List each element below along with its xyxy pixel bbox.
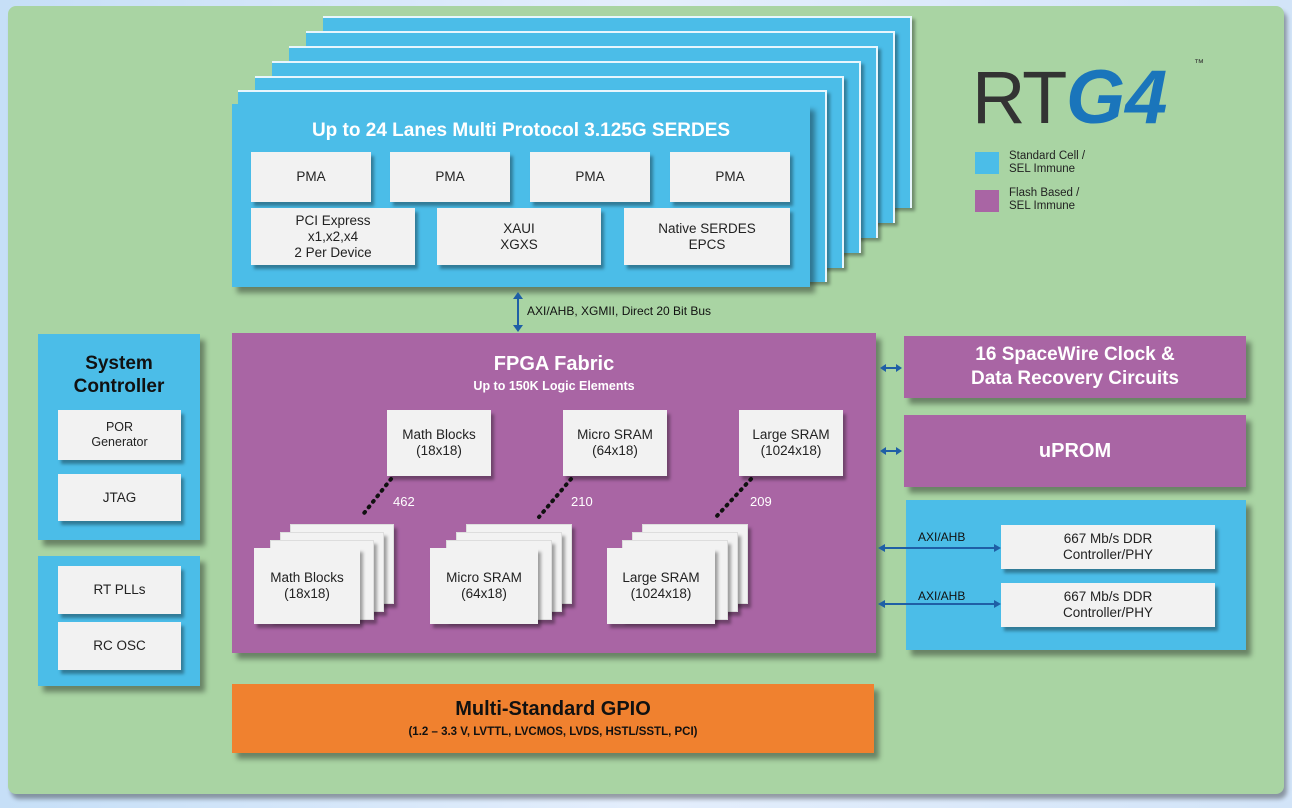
micro-sram-stack-label: Micro SRAM (64x18) bbox=[430, 548, 538, 624]
gpio-block: Multi-Standard GPIO (1.2 – 3.3 V, LVTTL,… bbox=[232, 684, 874, 753]
legend-label-standard-cell: Standard Cell / SEL Immune bbox=[1009, 150, 1086, 175]
math-blocks-single: Math Blocks (18x18) bbox=[387, 410, 491, 476]
ddr-bus-label-2: AXI/AHB bbox=[918, 589, 966, 603]
bus-label: AXI/AHB, XGMII, Direct 20 Bit Bus bbox=[527, 304, 712, 318]
ddr-controller-2: 667 Mb/s DDR Controller/PHY bbox=[1001, 583, 1215, 627]
pma-box-1: PMA bbox=[251, 152, 371, 202]
gpio-subtitle: (1.2 – 3.3 V, LVTTL, LVCMOS, LVDS, HSTL/… bbox=[408, 726, 698, 738]
por-generator-box: POR Generator bbox=[58, 410, 181, 460]
large-sram-single: Large SRAM (1024x18) bbox=[739, 410, 843, 476]
logo-rt: RT bbox=[972, 56, 1067, 139]
serdes-fpga-bus-arrow bbox=[513, 292, 523, 332]
ddr-bus-label-1: AXI/AHB bbox=[918, 530, 966, 544]
rtg4-logo: RT G4 ™ bbox=[972, 58, 1222, 138]
native-serdes-box: Native SERDES EPCS bbox=[624, 208, 790, 265]
math-blocks-count: 462 bbox=[393, 494, 415, 509]
spacewire-block: 16 SpaceWire Clock & Data Recovery Circu… bbox=[904, 336, 1246, 398]
uprom-block: uPROM bbox=[904, 415, 1246, 487]
xaui-box: XAUI XGXS bbox=[437, 208, 601, 265]
legend-swatch-standard-cell bbox=[975, 152, 999, 174]
serdes-title: Up to 24 Lanes Multi Protocol 3.125G SER… bbox=[311, 120, 731, 141]
pma-box-2: PMA bbox=[390, 152, 510, 202]
spacewire-title: 16 SpaceWire Clock & Data Recovery Circu… bbox=[970, 344, 1180, 389]
pma-box-3: PMA bbox=[530, 152, 650, 202]
fpga-right-arrows bbox=[880, 364, 902, 455]
pci-express-box: PCI Express x1,x2,x4 2 Per Device bbox=[251, 208, 415, 265]
micro-sram-count: 210 bbox=[571, 494, 593, 509]
large-sram-count: 209 bbox=[750, 494, 772, 509]
legend-label-flash-based: Flash Based / SEL Immune bbox=[1009, 187, 1080, 212]
micro-sram-single: Micro SRAM (64x18) bbox=[563, 410, 667, 476]
fpga-connectors bbox=[359, 477, 753, 519]
logo-g4: G4 bbox=[1066, 55, 1168, 140]
logo-tm: ™ bbox=[1194, 58, 1204, 69]
large-sram-stack-label: Large SRAM (1024x18) bbox=[607, 548, 715, 624]
jtag-box: JTAG bbox=[58, 474, 181, 521]
fpga-title: FPGA Fabric bbox=[493, 353, 615, 375]
pma-box-4: PMA bbox=[670, 152, 790, 202]
rc-osc-box: RC OSC bbox=[58, 622, 181, 670]
fpga-subtitle: Up to 150K Logic Elements bbox=[473, 379, 635, 393]
ddr-arrows bbox=[878, 544, 1001, 608]
legend-swatch-flash-based bbox=[975, 190, 999, 212]
rt-plls-box: RT PLLs bbox=[58, 566, 181, 614]
gpio-title: Multi-Standard GPIO bbox=[455, 698, 651, 720]
system-controller-title: System Controller bbox=[73, 353, 165, 397]
uprom-title: uPROM bbox=[1038, 440, 1112, 462]
ddr-controller-1: 667 Mb/s DDR Controller/PHY bbox=[1001, 525, 1215, 569]
math-blocks-stack-label: Math Blocks (18x18) bbox=[254, 548, 360, 624]
legend: Standard Cell / SEL Immune Flash Based /… bbox=[975, 150, 1155, 220]
